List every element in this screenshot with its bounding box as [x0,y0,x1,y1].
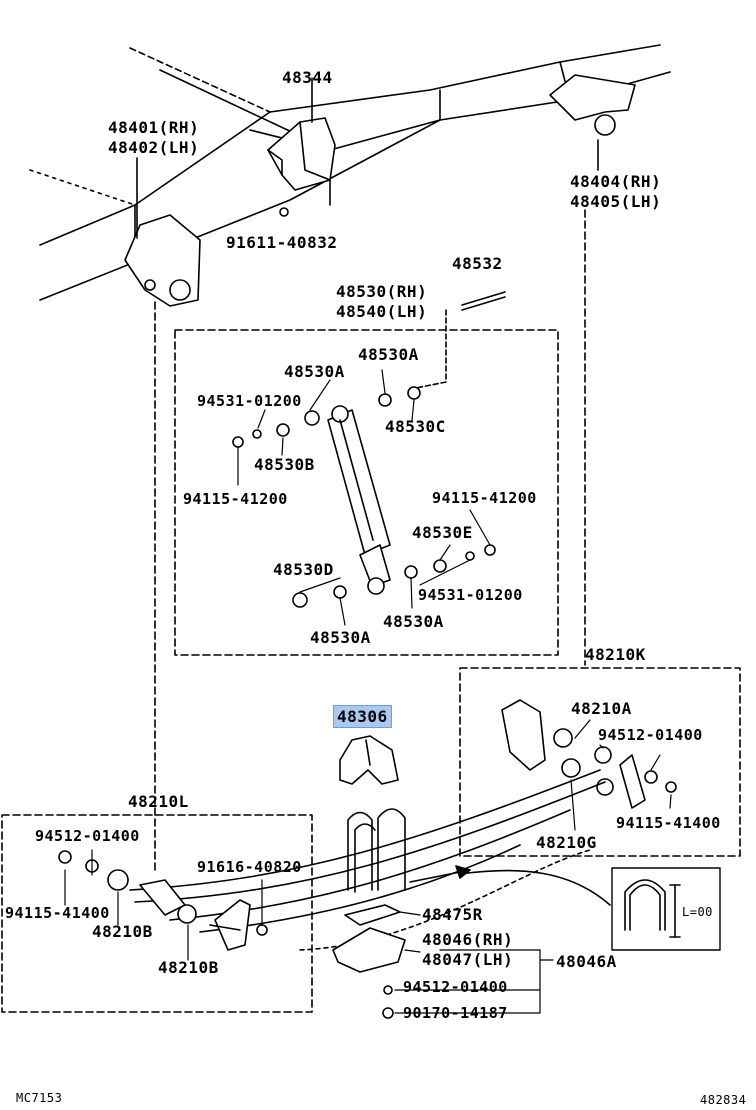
shock-bushings [232,386,496,608]
label-48401: 48401(RH) [108,118,200,137]
label-48530b: 48530B [254,455,315,474]
label-48210b-mid: 48210B [158,958,219,977]
label-48530d: 48530D [273,560,334,579]
label-91616: 91616-40820 [197,858,302,876]
label-48530a-top-left: 48530A [284,362,345,381]
u-bolts [347,808,406,893]
bump-stopper-48306 [339,735,399,785]
spring-seat [332,904,406,1019]
leaf-spring [129,769,606,951]
label-94512-bottom: 94512-01400 [403,978,508,996]
label-94115-41400-right: 94115-41400 [616,814,721,832]
label-48532: 48532 [452,254,503,273]
footer-code-right: 482834 [700,1093,747,1107]
label-48306-highlighted[interactable]: 48306 [333,705,392,728]
shackle-parts [501,699,677,809]
inset-u-bolt-box [611,867,721,951]
label-48404: 48404(RH) [570,172,662,191]
label-48530a-bottom-right: 48530A [383,612,444,631]
shock-absorber-group-box [174,329,559,656]
label-90170: 90170-14187 [403,1004,508,1022]
label-48344: 48344 [282,68,333,87]
stud-48532 [415,291,506,389]
shackle-kit-box-48210K [459,667,741,857]
label-48530a-bottom-left: 48530A [310,628,371,647]
label-48047: 48047(LH) [422,950,514,969]
label-94115-41400-left: 94115-41400 [5,904,110,922]
leader-lines-shock [237,369,491,626]
label-91611: 91611-40832 [226,233,338,252]
callout-arrows [409,865,611,906]
label-48210a: 48210A [571,699,632,718]
label-48405: 48405(LH) [570,192,662,211]
label-48046: 48046(RH) [422,930,514,949]
label-48530-rh: 48530(RH) [336,282,428,301]
label-94512-left: 94512-01400 [35,827,140,845]
label-94115-left: 94115-41200 [183,490,288,508]
spring-bracket-kit-box-48210L [1,814,313,1013]
label-48402: 48402(LH) [108,138,200,157]
spring-hanger-48401 [124,157,201,307]
label-48210b-left: 48210B [92,922,153,941]
label-94115-right: 94115-41200 [432,489,537,507]
label-48475r: 48475R [422,905,483,924]
spring-hanger-48404 [549,74,636,171]
frame-bracket-48344 [267,77,336,217]
label-48540-lh: 48540(LH) [336,302,428,321]
label-48530c: 48530C [385,417,446,436]
label-94531-top: 94531-01200 [197,392,302,410]
label-48046a: 48046A [556,952,617,971]
bracket-parts-left [58,850,268,951]
label-48306-text: 48306 [333,705,392,728]
label-48210g: 48210G [536,833,597,852]
label-94512-right: 94512-01400 [598,726,703,744]
label-48530e: 48530E [412,523,473,542]
inset-dimension-label: L=00 [682,905,713,919]
leader-lines-lower [64,719,672,1014]
label-48210k: 48210K [585,645,646,664]
label-48210l: 48210L [128,792,189,811]
shock-absorber [327,405,391,595]
footer-code-left: MC7153 [16,1091,63,1105]
label-94531-bottom: 94531-01200 [418,586,523,604]
label-48530a-top-right: 48530A [358,345,419,364]
